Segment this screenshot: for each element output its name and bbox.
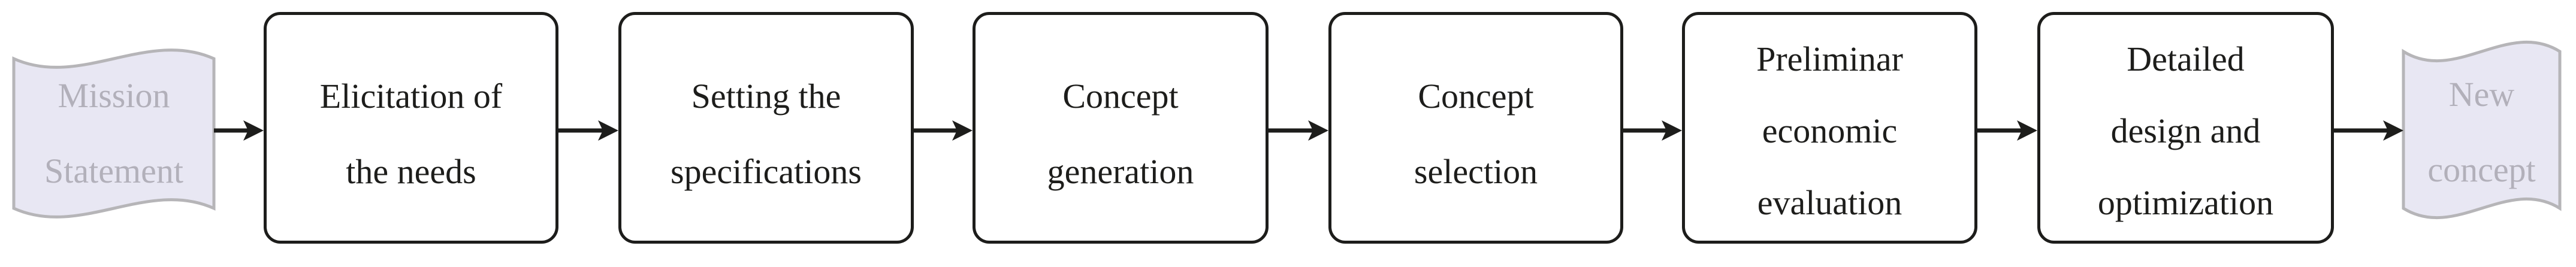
process-step-box-specifications: Setting the specifications [618, 12, 914, 244]
flow-arrow [558, 120, 618, 141]
flow-arrow [1977, 120, 2037, 141]
step-label: Concept selection [1414, 59, 1538, 210]
step-label-line: evaluation [1757, 183, 1902, 222]
step-label-line: Elicitation of [319, 76, 503, 116]
step-label-line: Concept [1062, 76, 1179, 116]
process-step-box-concept-generation: Concept generation [973, 12, 1269, 244]
process-step-box-concept-selection: Concept selection [1328, 12, 1623, 244]
step-label: Setting the specifications [671, 59, 862, 210]
flow-arrow [1269, 120, 1328, 141]
step-label-line: Preliminar [1756, 39, 1903, 78]
step-label: Detailed design and optimization [2098, 23, 2273, 239]
step-label-line: specifications [671, 151, 862, 191]
step-label-line: generation [1047, 151, 1194, 191]
step-label: Elicitation of the needs [320, 59, 502, 210]
step-label-line: Concept [1418, 76, 1534, 116]
step-label-line: optimization [2097, 183, 2274, 222]
step-label-line: selection [1414, 151, 1538, 191]
step-label-line: the needs [346, 151, 476, 191]
step-label-line: Detailed [2127, 39, 2245, 78]
process-step-box-detailed-design: Detailed design and optimization [2037, 12, 2334, 244]
flow-arrows [214, 120, 2403, 141]
step-label-line: Setting the [691, 76, 841, 116]
start-flag-shape [12, 48, 216, 219]
end-flag-shape [2402, 40, 2562, 220]
step-label: Concept generation [1047, 59, 1194, 210]
process-step-box-elicitation: Elicitation of the needs [264, 12, 558, 244]
flow-arrow [214, 120, 264, 141]
step-label-line: design and [2110, 111, 2261, 150]
flow-arrow [914, 120, 973, 141]
step-label: Preliminar economic evaluation [1756, 23, 1903, 239]
process-step-box-economic-evaluation: Preliminar economic evaluation [1682, 12, 1977, 244]
step-label-line: economic [1762, 111, 1898, 150]
flow-arrow [2334, 120, 2403, 141]
flow-arrow [1623, 120, 1682, 141]
